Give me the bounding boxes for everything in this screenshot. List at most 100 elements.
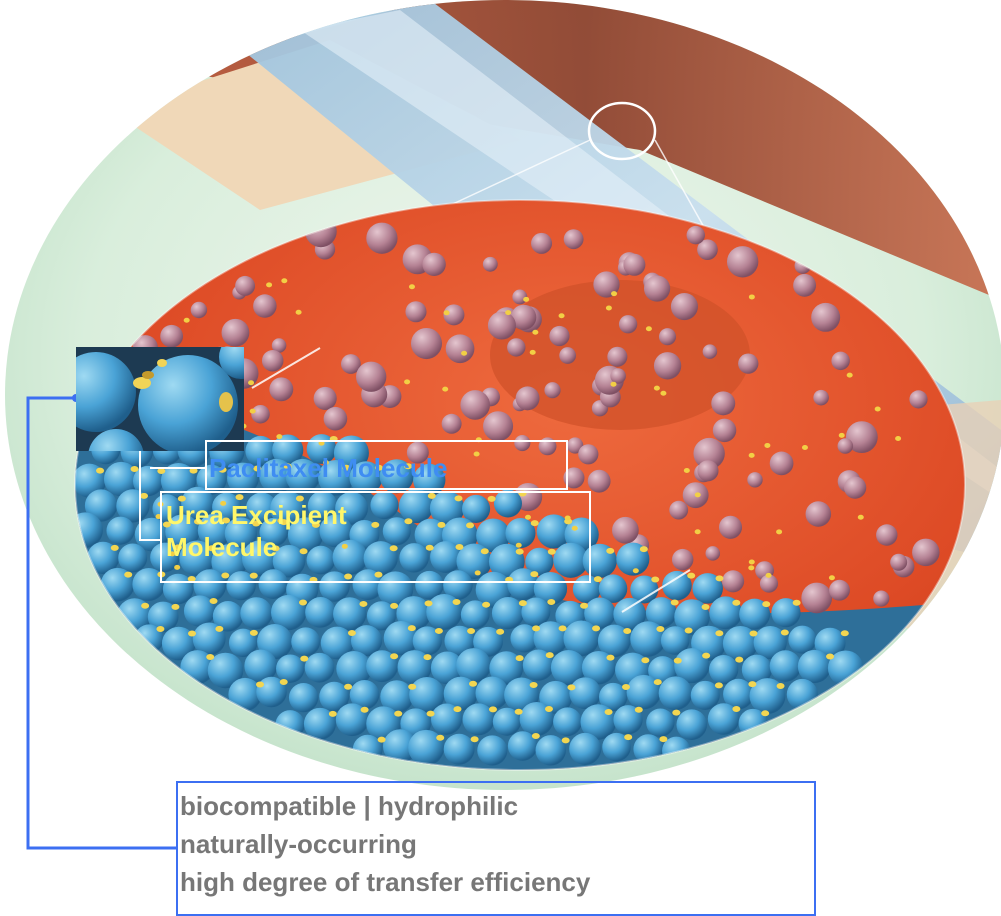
paclitaxel-sphere xyxy=(909,390,927,408)
paclitaxel-sphere xyxy=(838,438,854,454)
urea-crystal xyxy=(453,599,461,605)
urea-crystal xyxy=(611,382,617,387)
urea-crystal xyxy=(96,468,104,474)
urea-crystal xyxy=(435,628,443,634)
paclitaxel-sphere xyxy=(544,382,560,398)
urea-sphere xyxy=(536,735,566,765)
urea-crystal xyxy=(300,656,308,662)
urea-crystal xyxy=(776,529,782,534)
urea-crystal xyxy=(839,433,845,438)
paclitaxel-sphere xyxy=(588,470,611,493)
urea-crystal xyxy=(764,443,770,448)
paclitaxel-sphere xyxy=(912,539,940,567)
urea-crystal xyxy=(299,600,307,606)
urea-sphere xyxy=(770,650,801,681)
urea-crystal xyxy=(651,576,659,582)
paclitaxel-sphere xyxy=(269,377,293,401)
paclitaxel-molecule-label: Paclitaxel Molecule xyxy=(205,440,568,490)
paclitaxel-sphere xyxy=(801,583,832,614)
urea-crystal xyxy=(442,387,448,392)
urea-crystal xyxy=(622,684,630,690)
urea-crystal xyxy=(826,653,834,659)
urea-crystal xyxy=(489,706,497,712)
urea-sphere xyxy=(276,654,304,682)
urea-crystal xyxy=(732,600,740,606)
urea-crystal xyxy=(329,711,337,717)
paclitaxel-sphere xyxy=(738,353,758,373)
urea-crystal xyxy=(702,604,710,610)
urea-crystal xyxy=(280,679,288,685)
urea-crystal xyxy=(546,652,554,658)
urea-crystal xyxy=(532,330,538,335)
paclitaxel-sphere xyxy=(564,229,584,249)
urea-crystal xyxy=(427,711,435,717)
urea-crystal xyxy=(660,391,666,396)
urea-crystal xyxy=(633,568,639,573)
urea-crystal xyxy=(841,630,849,636)
paclitaxel-sphere xyxy=(356,362,386,392)
urea-label-line1: Urea Excipient xyxy=(166,499,589,531)
paclitaxel-sphere xyxy=(512,290,527,305)
urea-crystal xyxy=(276,434,282,439)
paclitaxel-sphere xyxy=(644,275,670,301)
paclitaxel-sphere xyxy=(191,302,207,318)
paclitaxel-sphere xyxy=(811,303,840,332)
urea-crystal xyxy=(646,326,652,331)
urea-crystal xyxy=(348,630,356,636)
urea-crystal xyxy=(659,736,667,742)
urea-crystal xyxy=(296,310,302,315)
urea-crystal xyxy=(559,313,565,318)
paclitaxel-sphere xyxy=(612,517,639,544)
urea-crystal xyxy=(781,630,789,636)
urea-crystal xyxy=(390,653,398,659)
paclitaxel-sphere xyxy=(687,226,705,244)
paclitaxel-sphere xyxy=(697,460,718,481)
urea-crystal xyxy=(425,600,433,606)
urea-crystal xyxy=(777,683,785,689)
urea-crystal xyxy=(344,684,352,690)
paclitaxel-sphere xyxy=(442,414,462,434)
urea-sphere xyxy=(646,708,674,736)
paclitaxel-sphere xyxy=(623,254,645,276)
property-line: biocompatible | hydrophilic xyxy=(180,787,814,825)
paclitaxel-sphere xyxy=(610,368,626,384)
urea-crystal xyxy=(547,599,555,605)
urea-crystal xyxy=(394,711,402,717)
urea-sphere xyxy=(569,733,601,765)
paclitaxel-sphere xyxy=(829,580,850,601)
urea-crystal xyxy=(545,706,553,712)
urea-crystal xyxy=(378,737,386,743)
paclitaxel-sphere xyxy=(672,549,693,570)
urea-crystal xyxy=(404,379,410,384)
urea-crystal xyxy=(762,601,770,607)
property-line: high degree of transfer efficiency xyxy=(180,863,814,901)
paclitaxel-sphere xyxy=(507,338,525,356)
paclitaxel-sphere xyxy=(713,419,736,442)
urea-crystal xyxy=(858,515,864,520)
urea-crystal xyxy=(519,600,527,606)
paclitaxel-sphere xyxy=(711,391,735,415)
paclitaxel-sphere xyxy=(706,546,721,561)
urea-crystal xyxy=(594,576,602,582)
urea-crystal xyxy=(111,545,119,551)
urea-crystal xyxy=(749,294,755,299)
urea-crystal xyxy=(606,655,614,661)
urea-crystal xyxy=(444,310,450,315)
paclitaxel-sphere xyxy=(770,452,794,476)
urea-sphere xyxy=(106,517,134,545)
urea-crystal xyxy=(567,684,575,690)
paclitaxel-sphere xyxy=(160,325,183,348)
urea-crystal xyxy=(654,679,662,685)
urea-crystal xyxy=(248,380,254,385)
urea-crystal xyxy=(532,733,540,739)
property-line: naturally-occurring xyxy=(180,825,814,863)
urea-crystal xyxy=(715,630,723,636)
urea-crystal xyxy=(656,626,664,632)
urea-crystal xyxy=(562,737,570,743)
urea-crystal xyxy=(749,453,755,458)
urea-crystal xyxy=(559,625,567,631)
urea-crystal xyxy=(256,681,264,687)
paclitaxel-sphere xyxy=(703,344,718,359)
urea-crystal xyxy=(695,492,701,497)
urea-crystal xyxy=(684,468,690,473)
